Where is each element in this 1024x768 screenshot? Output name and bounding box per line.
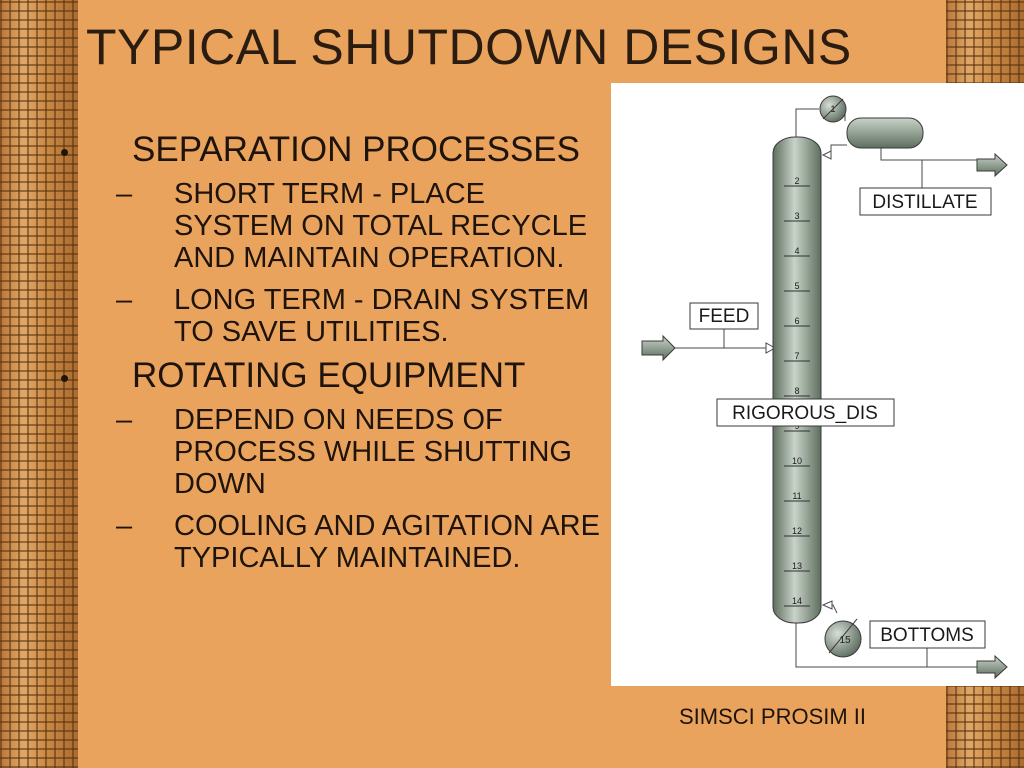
- dash-marker: –: [116, 510, 133, 542]
- bullet-marker: •: [60, 363, 70, 393]
- sub-bullet-long-term: – LONG TERM - DRAIN SYSTEM TO SAVE UTILI…: [60, 284, 600, 348]
- decorative-border-left: [0, 0, 78, 768]
- sub-bullet-text: DEPEND ON NEEDS OF PROCESS WHILE SHUTTIN…: [174, 404, 572, 500]
- tray-number: 8: [794, 386, 799, 396]
- distillation-column: [772, 136, 822, 624]
- bullet-marker: •: [60, 137, 70, 167]
- bullet-rotating-equipment: • ROTATING EQUIPMENT: [60, 358, 600, 394]
- tray-number: 3: [794, 211, 799, 221]
- tray-number: 2: [794, 176, 799, 186]
- tray-number: 10: [792, 456, 802, 466]
- tray-number: 12: [792, 526, 802, 536]
- tray-number: 13: [792, 561, 802, 571]
- feed-label: FEED: [699, 306, 750, 327]
- tray-number: 4: [794, 246, 799, 256]
- sub-bullet-text: SHORT TERM - PLACE SYSTEM ON TOTAL RECYC…: [174, 178, 588, 274]
- tray-number: 14: [792, 596, 802, 606]
- bottoms-label: BOTTOMS: [880, 625, 974, 646]
- slide-title: TYPICAL SHUTDOWN DESIGNS: [86, 19, 852, 75]
- distillate-stream-arrow-icon: [976, 152, 1008, 178]
- bullet-separation-processes: • SEPARATION PROCESSES: [60, 132, 600, 168]
- bullet-text: ROTATING EQUIPMENT: [132, 356, 526, 395]
- sub-bullet-short-term: – SHORT TERM - PLACE SYSTEM ON TOTAL REC…: [60, 178, 600, 274]
- overhead-vapor-line: [795, 108, 819, 137]
- reflux-drum: [846, 117, 924, 149]
- column-label: RIGOROUS_DIS: [732, 403, 878, 424]
- reboiler-slash: [828, 618, 858, 654]
- slide-content: • SEPARATION PROCESSES – SHORT TERM - PL…: [60, 132, 600, 584]
- distillate-line: [880, 147, 979, 161]
- column-label-box: [716, 398, 895, 427]
- bottoms-stream-arrow-icon: [976, 654, 1008, 680]
- feed-arrow-icon: [765, 342, 777, 354]
- sub-bullet-depend-on-needs: – DEPEND ON NEEDS OF PROCESS WHILE SHUTT…: [60, 404, 600, 500]
- feed-stream-arrow-icon: [641, 334, 676, 362]
- tray-number: 7: [794, 351, 799, 361]
- bottoms-return-arrow-icon: [821, 600, 833, 610]
- bottoms-line: [795, 623, 979, 668]
- diagram-caption: SIMSCI PROSIM II: [679, 704, 867, 729]
- feed-label-box: [689, 302, 759, 330]
- tray-number: 5: [794, 281, 799, 291]
- dash-marker: –: [116, 404, 133, 436]
- reflux-arrow-icon: [821, 150, 832, 160]
- column-trays: 234567891011121314: [784, 176, 810, 607]
- sub-bullet-text: LONG TERM - DRAIN SYSTEM TO SAVE UTILITI…: [174, 284, 590, 348]
- tray-number: 11: [792, 491, 801, 501]
- tray-number: 6: [794, 316, 799, 326]
- process-flow-svg: 1 15 234567891011121314 DISTILLATE FEED …: [641, 95, 1008, 680]
- distillate-label: DISTILLATE: [872, 192, 977, 213]
- reboiler-icon: [824, 620, 862, 658]
- reboiler-number: 15: [839, 635, 851, 646]
- dash-marker: –: [116, 178, 133, 210]
- sub-bullet-cooling-agitation: – COOLING AND AGITATION ARE TYPICALLY MA…: [60, 510, 600, 574]
- distillate-label-box: [859, 187, 992, 216]
- sub-bullet-text: COOLING AND AGITATION ARE TYPICALLY MAIN…: [174, 510, 600, 574]
- bottoms-label-box: [869, 620, 986, 649]
- bullet-text: SEPARATION PROCESSES: [132, 130, 580, 169]
- condenser-slash: [822, 98, 844, 120]
- condenser-number: 1: [830, 104, 835, 114]
- dash-marker: –: [116, 284, 133, 316]
- distillation-column-diagram: 1 15 234567891011121314 DISTILLATE FEED …: [611, 83, 1024, 686]
